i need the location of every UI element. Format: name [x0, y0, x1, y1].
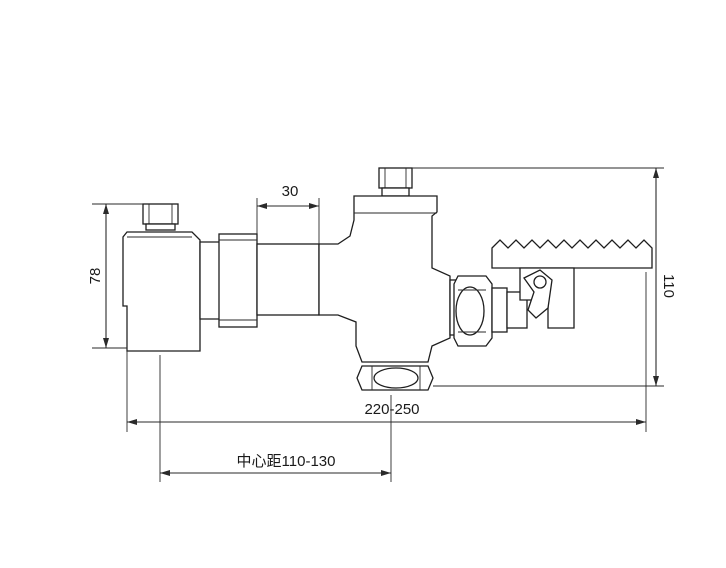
pedal-assembly — [491, 239, 653, 329]
label-height-right: 110 — [660, 274, 677, 298]
valve-bottom-nut — [356, 365, 434, 391]
valve-body — [318, 167, 451, 391]
dimension-gap-top: 30 — [256, 183, 320, 244]
label-center-distance: 中心距110-130 — [237, 453, 336, 470]
inlet-body — [122, 203, 201, 352]
outlet-coupling — [449, 275, 528, 347]
inlet-top-nut — [142, 203, 179, 231]
dimension-overall-length: 220-250 — [126, 272, 647, 432]
label-height-left: 78 — [87, 268, 104, 285]
connector-neck — [199, 233, 320, 328]
label-overall-length: 220-250 — [364, 401, 419, 418]
dimension-center-distance: 中心距110-130 — [159, 355, 392, 482]
dimension-height-left: 78 — [87, 203, 143, 349]
label-gap-top: 30 — [282, 183, 299, 200]
dimension-height-right: 110 — [412, 167, 677, 387]
valve-top-nut — [378, 167, 413, 197]
